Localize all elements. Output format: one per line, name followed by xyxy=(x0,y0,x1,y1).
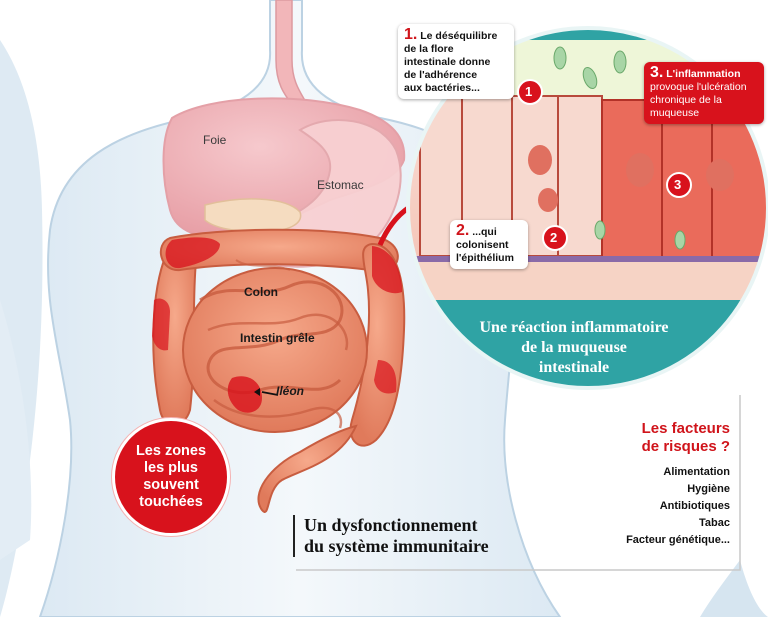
ileum-label: Iléon xyxy=(276,384,304,398)
step-2-line-3: l'épithélium xyxy=(456,252,514,264)
step-3-callout: 3. L'inflammation provoque l'ulcération … xyxy=(644,62,764,124)
most-affected-zones-badge: Les zones les plus souvent touchées xyxy=(112,418,230,536)
zones-line-3: souvent xyxy=(143,477,199,493)
risk-factors-title-2: de risques ? xyxy=(596,438,730,456)
dysfunction-line-1: Un dysfonctionnement xyxy=(304,515,478,535)
risk-factors-title-1: Les facteurs xyxy=(596,420,730,438)
step-1-line-5: aux bactéries... xyxy=(404,82,480,94)
liver-label: Foie xyxy=(203,133,226,147)
step-2-callout: 2. ...qui colonisent l'épithélium xyxy=(450,220,528,269)
colon-label: Colon xyxy=(244,285,278,299)
risk-factors: Les facteurs de risques ? Alimentation H… xyxy=(596,420,730,549)
risk-factor-item: Hygiène xyxy=(596,481,730,498)
risk-factor-item: Tabac xyxy=(596,515,730,532)
stomach-label: Estomac xyxy=(317,178,364,192)
marker-2-label: 2 xyxy=(550,230,557,245)
step-1-line-2: de la flore xyxy=(404,43,454,55)
inflammatory-reaction-caption: Une réaction inflammatoire de la muqueus… xyxy=(434,318,714,378)
step-1-line-4: de l'adhérence xyxy=(404,69,477,81)
step-1-number: 1. xyxy=(404,26,417,43)
step-2-line-2: colonisent xyxy=(456,239,509,251)
reaction-line-3: intestinale xyxy=(539,359,609,376)
zones-line-4: touchées xyxy=(139,494,203,510)
pancreas xyxy=(205,199,301,232)
step-2-line-1: ...qui xyxy=(472,226,497,238)
dysfunction-line-2: du système immunitaire xyxy=(304,536,489,556)
step-2-number: 2. xyxy=(456,222,469,239)
step-3-line-3: chronique de la xyxy=(650,94,722,106)
zones-line-1: Les zones xyxy=(136,443,206,459)
risk-factor-item: Facteur génétique... xyxy=(596,532,730,549)
risk-factor-item: Antibiotiques xyxy=(596,498,730,515)
reaction-line-2: de la muqueuse xyxy=(521,339,627,356)
step-1-callout: 1. Le déséquilibre de la flore intestina… xyxy=(398,24,514,99)
step-3-line-4: muqueuse xyxy=(650,107,699,119)
step-3-line-1: L'inflammation xyxy=(666,68,740,80)
immune-dysfunction-heading: Un dysfonctionnement du système immunita… xyxy=(293,515,489,557)
step-1-line-1: Le déséquilibre xyxy=(420,30,497,42)
step-1-line-3: intestinale donne xyxy=(404,56,490,68)
step-3-line-2: provoque l'ulcération xyxy=(650,81,747,93)
small-intestine-label: Intestin grêle xyxy=(240,331,315,345)
zones-line-2: les plus xyxy=(144,460,198,476)
reaction-line-1: Une réaction inflammatoire xyxy=(480,319,669,336)
risk-factor-item: Alimentation xyxy=(596,464,730,481)
marker-1-label: 1 xyxy=(525,84,532,99)
marker-3-label: 3 xyxy=(674,177,681,192)
step-3-number: 3. xyxy=(650,64,663,81)
